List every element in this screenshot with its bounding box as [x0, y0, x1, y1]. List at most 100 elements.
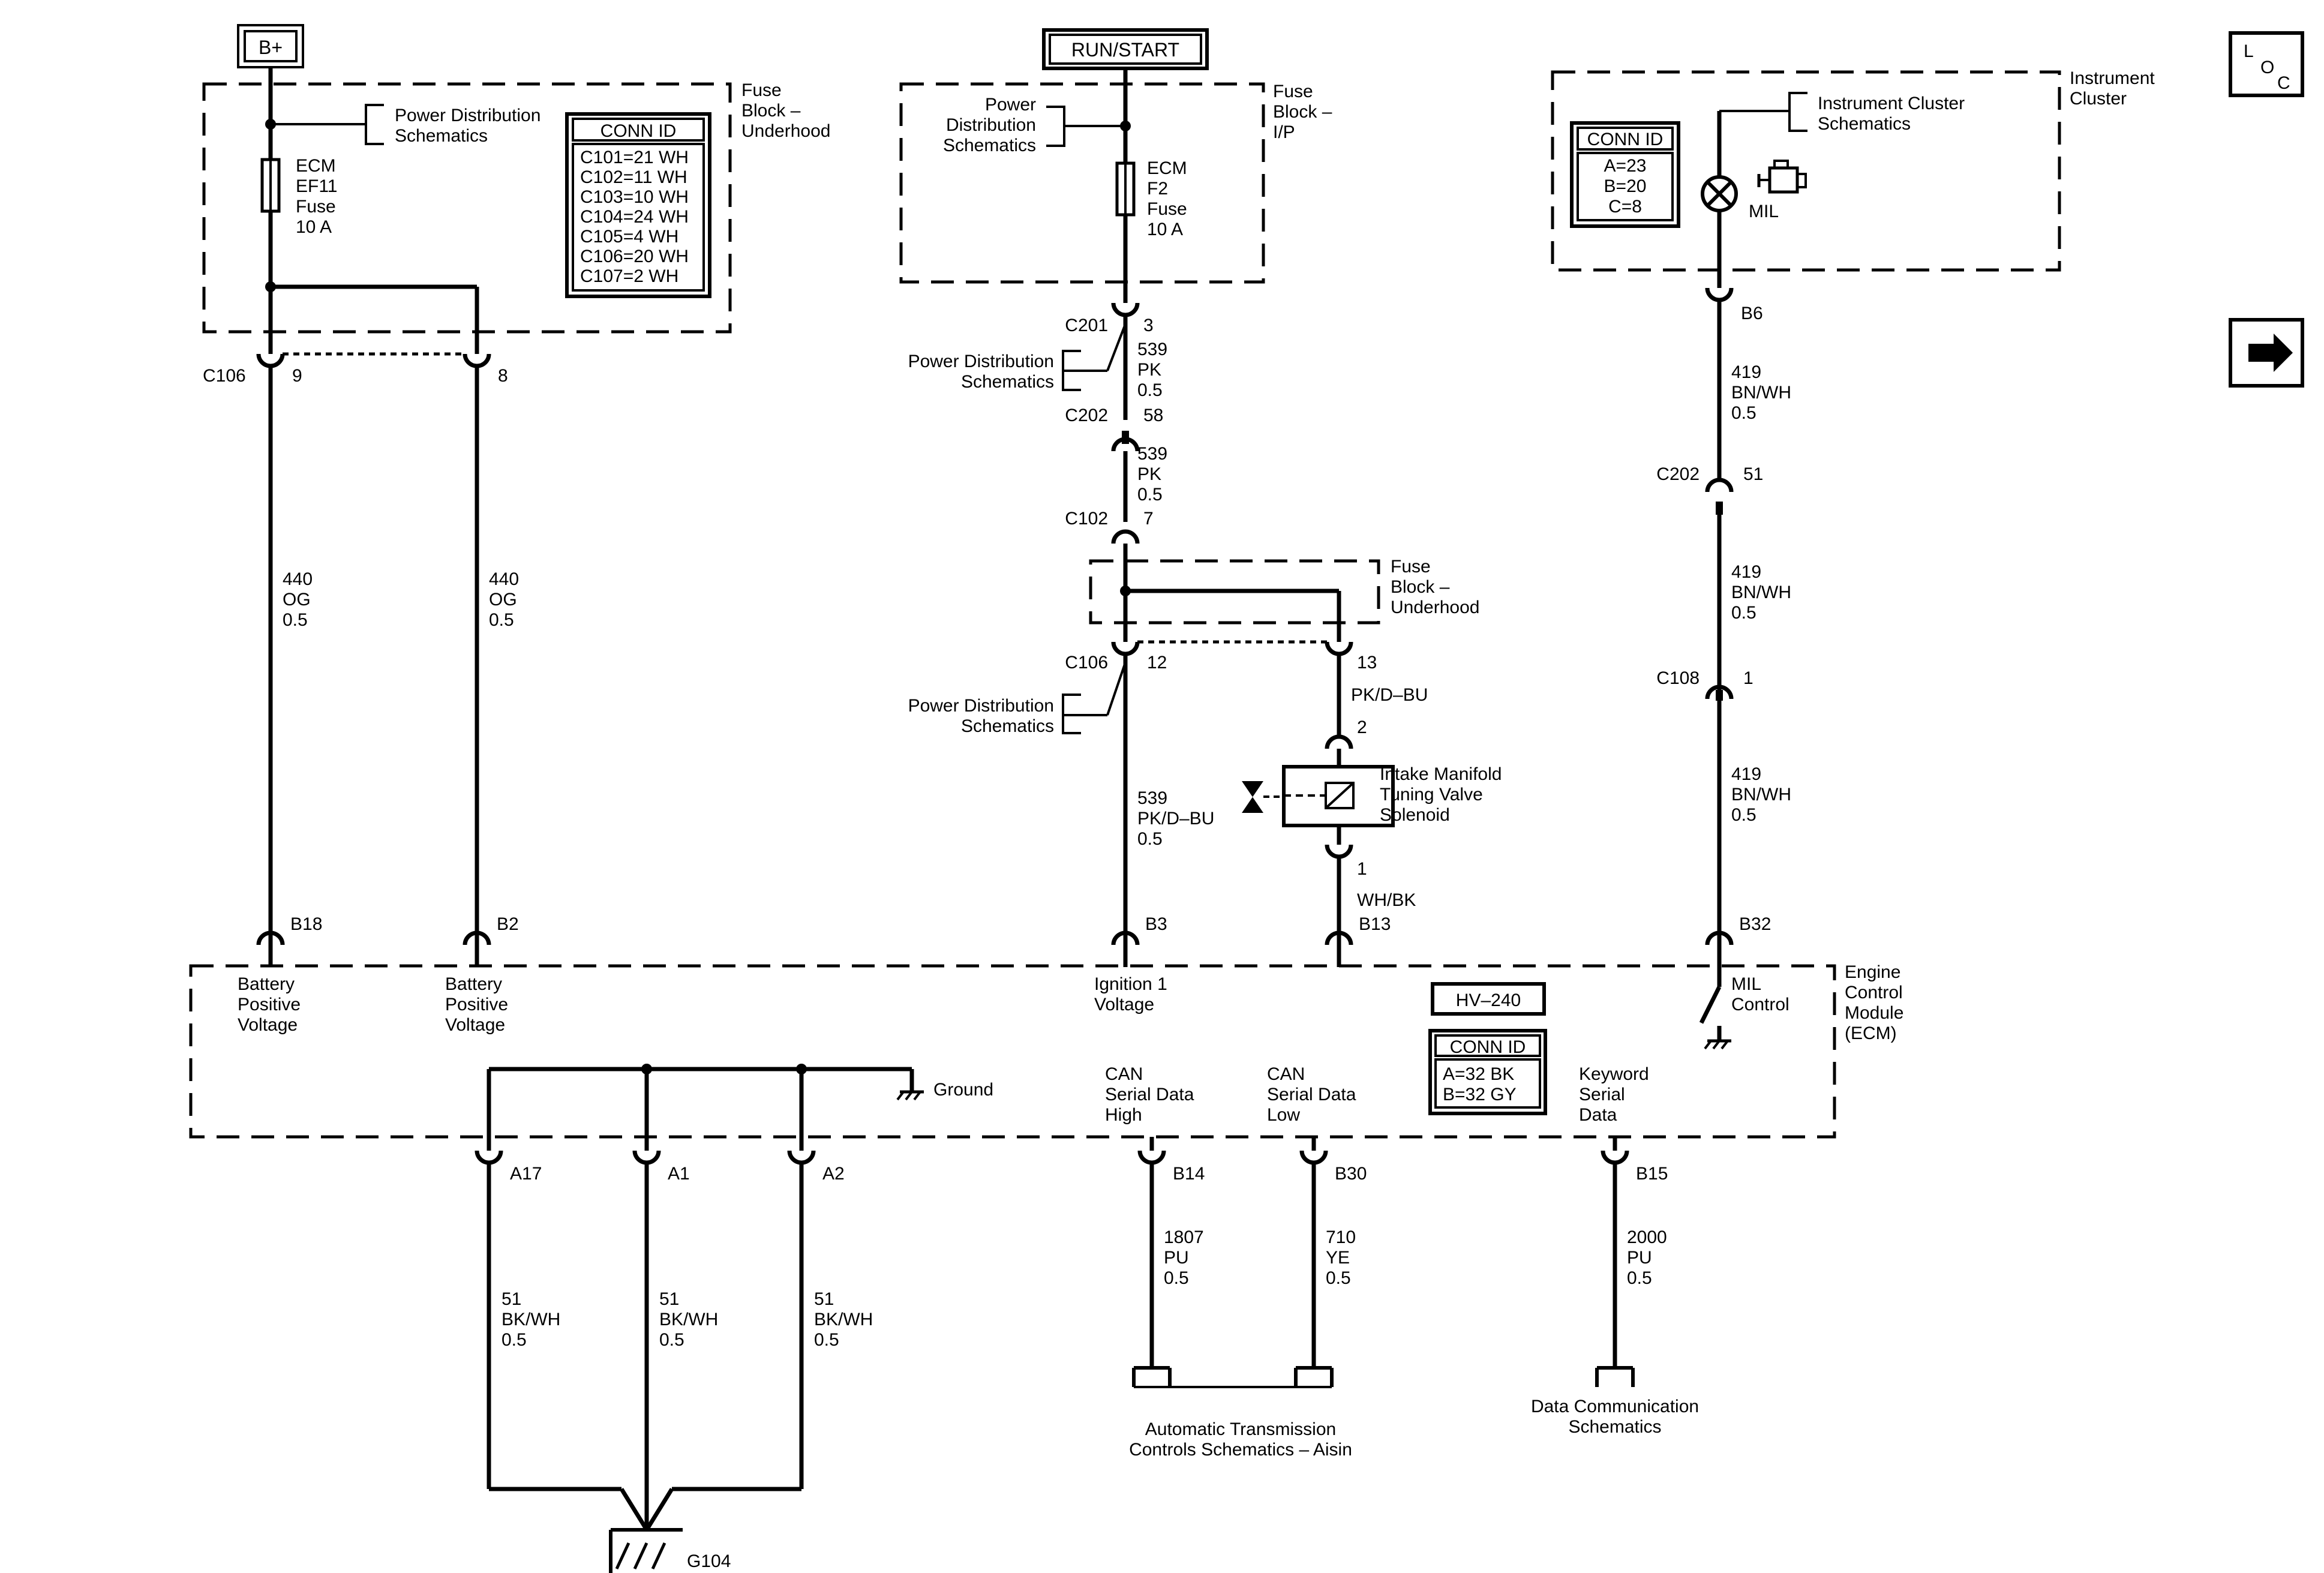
ic-title-2: Cluster — [2070, 89, 2127, 109]
pin-b13: B13 — [1359, 914, 1391, 934]
c201-label: C201 — [1065, 316, 1108, 335]
wire-wh-bk: WH/BK — [1357, 890, 1416, 910]
check-engine-icon — [1757, 160, 1807, 194]
wire-a2-1: 51 — [814, 1289, 834, 1309]
pin-a17: A17 — [510, 1164, 542, 1184]
fb2-title-2: Block – — [1391, 577, 1450, 597]
conn-id-c104: C104=24 WH — [580, 207, 689, 227]
pd-2-label-2: Schematics — [961, 716, 1054, 736]
c202-center-pin: 58 — [1143, 406, 1163, 425]
ecm-conn-title: CONN ID — [1450, 1037, 1526, 1057]
fuse-f2-label-2: F2 — [1147, 179, 1168, 199]
c106-center-pin-12: 12 — [1147, 653, 1167, 673]
ecm-title-2: Control — [1845, 983, 1903, 1002]
g104-label: G104 — [687, 1551, 731, 1571]
batt-1-line-1: Battery — [238, 974, 295, 994]
c102-pin: 7 — [1143, 509, 1154, 529]
loc-button[interactable]: L O C — [2229, 31, 2304, 97]
wire-419-2-a: 419 — [1731, 562, 1761, 582]
pin-b30: B30 — [1335, 1164, 1367, 1184]
ecm-conn-b: B=32 GY — [1443, 1085, 1517, 1104]
keyword-2: Serial — [1579, 1085, 1625, 1104]
instrument-cluster: Instrument Cluster Instrument Cluster Sc… — [1551, 68, 2155, 276]
wire-a2-3: 0.5 — [814, 1330, 839, 1350]
can-high-2: Serial Data — [1105, 1085, 1194, 1104]
power-dist-label-2: Schematics — [395, 126, 488, 146]
conn-id-c105: C105=4 WH — [580, 227, 678, 247]
c108-label: C108 — [1656, 668, 1700, 688]
trans-ref-2: Controls Schematics – Aisin — [1129, 1440, 1352, 1460]
c202-center-label: C202 — [1065, 406, 1108, 425]
wire-419-2-b: BN/WH — [1731, 583, 1791, 602]
ic-conn-id-title: CONN ID — [1587, 130, 1664, 149]
ip-power-dist-3: Schematics — [943, 136, 1036, 155]
conn-id-c103: C103=10 WH — [580, 187, 689, 207]
batt-2-line-3: Voltage — [445, 1015, 505, 1035]
solenoid-label-1: Intake Manifold — [1380, 764, 1502, 784]
fuse-block-underhood-title-1: Fuse — [741, 80, 782, 100]
hv-240: HV–240 — [1456, 990, 1521, 1010]
trans-ref-1: Automatic Transmission — [1145, 1419, 1336, 1439]
fuse-block-underhood-title-2: Block – — [741, 101, 801, 121]
keyword-3: Data — [1579, 1105, 1617, 1125]
wire-419-3-b: BN/WH — [1731, 785, 1791, 804]
b-plus-tag: B+ — [237, 24, 304, 68]
wire-539-3-b: PK/D–BU — [1137, 809, 1214, 828]
pd-2-label-1: Power Distribution — [908, 696, 1054, 716]
c106-center-label: C106 — [1065, 653, 1108, 673]
mil-ctrl-2: Control — [1731, 995, 1789, 1014]
solenoid-label-3: Solenoid — [1380, 805, 1450, 825]
wire-539-1-a: 539 — [1137, 340, 1167, 359]
pd-1-label-2: Schematics — [961, 372, 1054, 392]
can-low-3: Low — [1267, 1105, 1300, 1125]
can-high-3: High — [1105, 1105, 1142, 1125]
wire-b14-3: 0.5 — [1164, 1268, 1189, 1288]
batt-2-line-2: Positive — [445, 995, 508, 1014]
wire-b14-1: 1807 — [1164, 1227, 1204, 1247]
fb2-title-3: Underhood — [1391, 598, 1479, 617]
conn-id-c106: C106=20 WH — [580, 247, 689, 266]
batt-1-line-2: Positive — [238, 995, 301, 1014]
wire-b30-1: 710 — [1326, 1227, 1356, 1247]
data-comm-2: Schematics — [1568, 1417, 1661, 1437]
wire-b15-1: 2000 — [1627, 1227, 1667, 1247]
fuse-block-ip-title-3: I/P — [1273, 122, 1295, 142]
pin-a2: A2 — [822, 1164, 845, 1184]
next-arrow-button[interactable] — [2229, 318, 2304, 388]
wire-440-a-1: 440 — [283, 569, 313, 589]
wire-539-1-b: PK — [1137, 360, 1161, 380]
fuse-ef11-label-2: EF11 — [296, 176, 337, 196]
connector-c106-left: C106 9 8 — [203, 352, 508, 386]
fuse-block-underhood-title-3: Underhood — [741, 121, 830, 141]
can-high-1: CAN — [1105, 1064, 1143, 1084]
b-plus-label: B+ — [259, 37, 283, 58]
ground-label: Ground — [933, 1080, 993, 1100]
loc-c: C — [2277, 73, 2290, 93]
wire-440-b-1: 440 — [489, 569, 519, 589]
c106-pin-9: 9 — [292, 366, 302, 386]
c102-label: C102 — [1065, 509, 1108, 529]
ignition-circuit: C201 3 Power Distribution Schematics 539… — [908, 302, 1502, 945]
wire-b15-3: 0.5 — [1627, 1268, 1652, 1288]
batt-2-line-1: Battery — [445, 974, 502, 994]
sol-pin-1: 1 — [1357, 859, 1367, 879]
c106-center-pin-13: 13 — [1357, 653, 1377, 673]
wire-440-b-2: OG — [489, 590, 517, 610]
ic-schem-2: Schematics — [1818, 114, 1911, 134]
c108-pin: 1 — [1743, 668, 1753, 688]
fuse-f2-label-3: Fuse — [1147, 199, 1187, 219]
wire-b30-3: 0.5 — [1326, 1268, 1351, 1288]
ecm-module: Engine Control Module (ECM) B18 B2 B3 B1… — [189, 914, 1903, 1184]
pin-b2: B2 — [497, 914, 519, 934]
fuse-block-ip: Fuse Block – I/P Power Distribution Sche… — [899, 68, 1332, 303]
wire-b15-2: PU — [1627, 1248, 1652, 1268]
fb2-title-1: Fuse — [1391, 557, 1431, 577]
conn-id-title-1: CONN ID — [600, 121, 677, 141]
valve-icon — [1242, 781, 1263, 813]
ign-line-1: Ignition 1 — [1094, 974, 1167, 994]
sol-pin-2: 2 — [1357, 718, 1367, 737]
pin-b3: B3 — [1145, 914, 1167, 934]
c202-right-label: C202 — [1656, 464, 1700, 484]
wire-b14-2: PU — [1164, 1248, 1189, 1268]
